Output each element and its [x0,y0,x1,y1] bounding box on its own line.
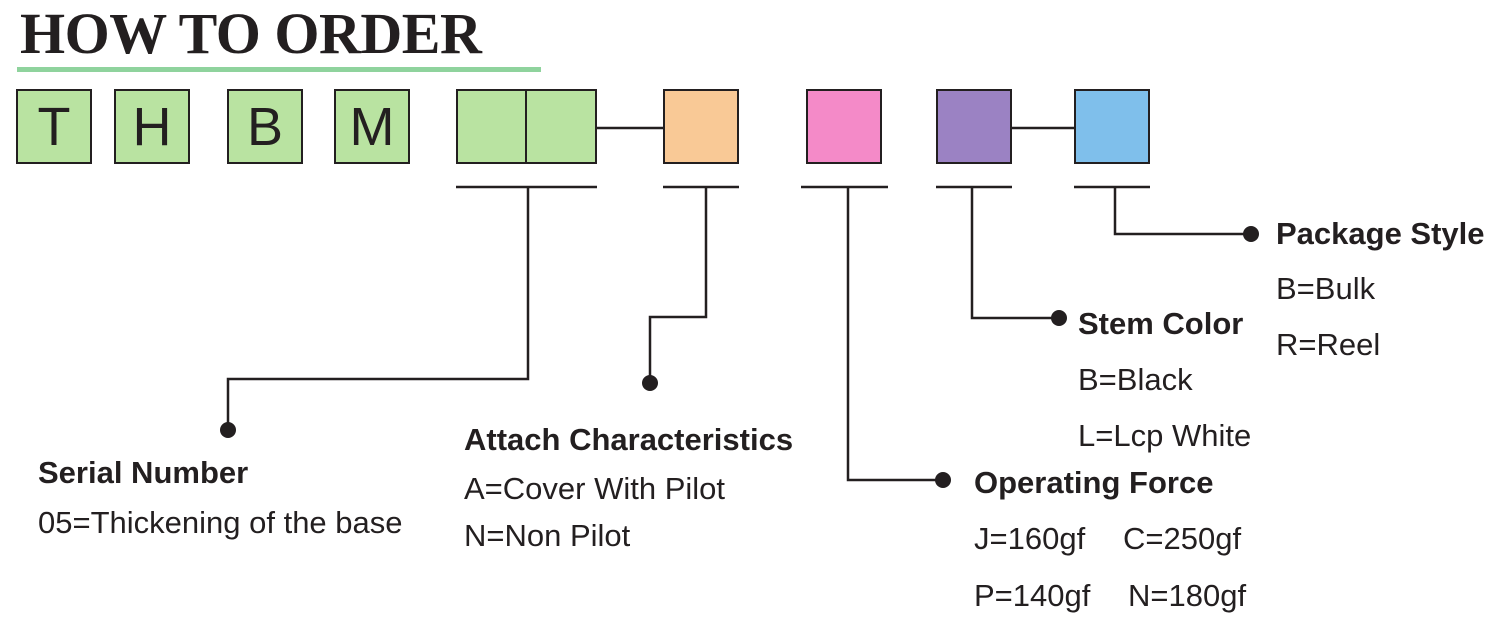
force-option-p: P=140gf [974,578,1091,613]
stem-color-heading: Stem Color [1078,306,1244,341]
package-option-b: B=Bulk [1276,271,1376,306]
attach-leader [648,187,708,382]
serial-number-leader [226,187,530,428]
stem-option-l: L=Lcp White [1078,418,1252,453]
operating-force-heading: Operating Force [974,465,1214,500]
serial-number-box-2 [525,89,597,164]
code-letter-box-t: T [16,89,92,164]
force-option-j: J=160gf [974,521,1086,556]
force-option-c: C=250gf [1123,521,1242,556]
stem-dot [1051,310,1067,326]
attach-option-a: A=Cover With Pilot [464,471,726,506]
force-option-n: N=180gf [1128,578,1247,613]
package-style-heading: Package Style [1276,216,1485,251]
title-underline [17,67,541,72]
stem-leader [970,187,1058,320]
attach-dot [642,375,658,391]
serial-number-option: 05=Thickening of the base [38,505,403,540]
stem-color-box [936,89,1012,164]
operating-force-box [806,89,882,164]
attach-option-n: N=Non Pilot [464,518,631,553]
stem-option-b: B=Black [1078,362,1193,397]
package-dot [1243,226,1259,242]
force-dot [935,472,951,488]
package-leader [1113,187,1250,236]
code-letter-box-h: H [114,89,190,164]
attach-characteristics-box [663,89,739,164]
page-title: HOW TO ORDER [20,1,482,66]
force-leader [846,187,942,482]
code-letter-box-b: B [227,89,303,164]
package-option-r: R=Reel [1276,327,1381,362]
attach-characteristics-heading: Attach Characteristics [464,422,794,457]
serial-number-heading: Serial Number [38,455,249,490]
serial-number-dot [220,422,236,438]
package-style-box [1074,89,1150,164]
serial-number-box-1 [456,89,528,164]
code-letter-box-m: M [334,89,410,164]
